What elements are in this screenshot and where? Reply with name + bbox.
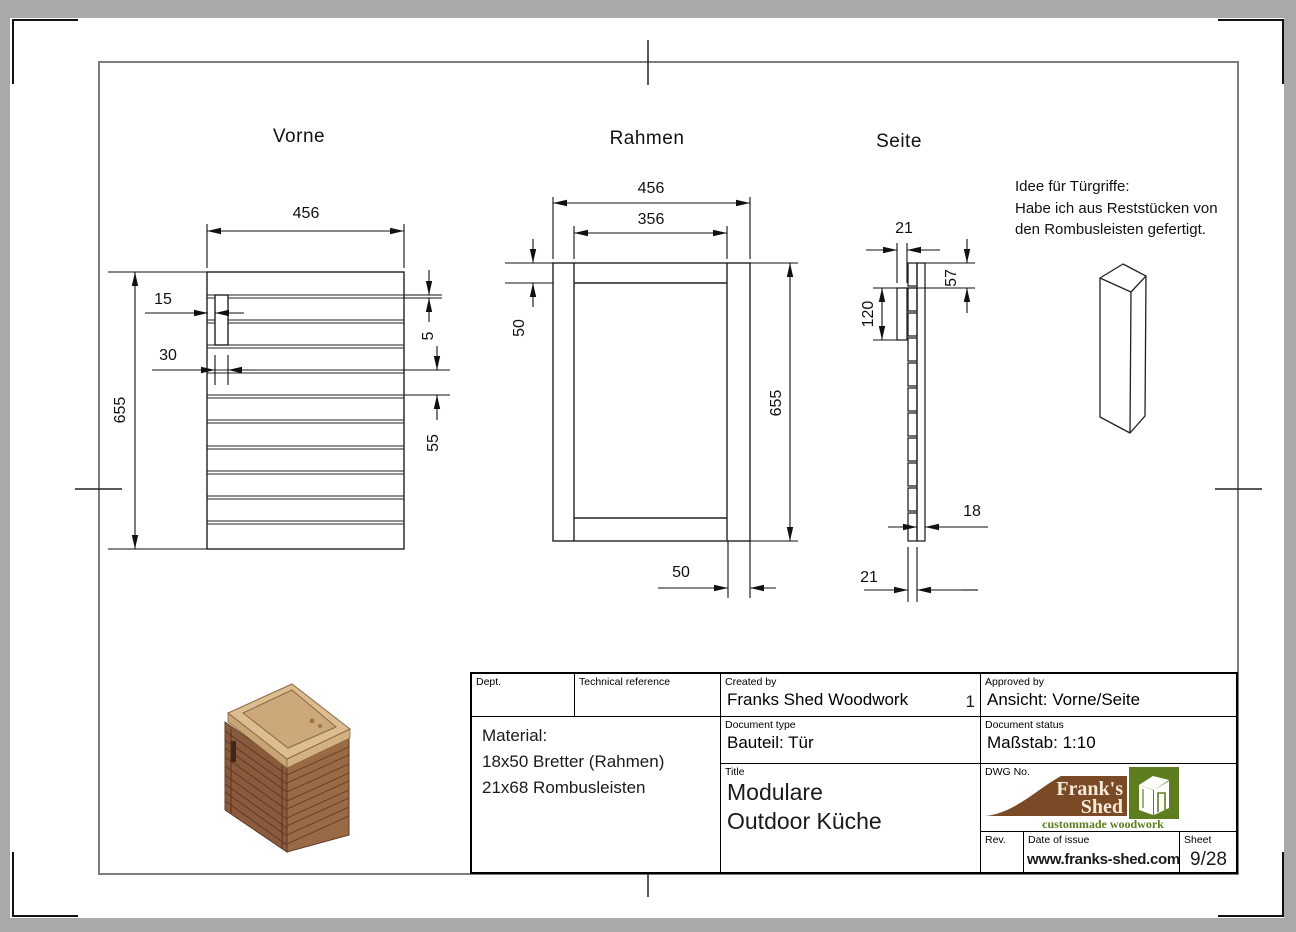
dept-label: Dept. bbox=[476, 676, 502, 688]
note-line-1: Idee für Türgriffe: bbox=[1015, 178, 1130, 195]
cabinet-door-handle bbox=[231, 741, 236, 762]
side-slat-sections bbox=[907, 262, 918, 542]
dim-frame-stile: 50 bbox=[672, 564, 690, 581]
created-by-value: Franks Shed Woodwork bbox=[727, 690, 909, 709]
handle-isometric-drawing bbox=[1099, 263, 1147, 434]
document-type-cell: Document type Bauteil: Tür bbox=[721, 717, 981, 764]
dwg-no-label: DWG No. bbox=[985, 766, 1030, 778]
dim-side-handle-length: 120 bbox=[860, 300, 877, 328]
rev-label: Rev. bbox=[985, 834, 1006, 846]
dim-front-height: 655 bbox=[112, 396, 129, 424]
drawing-frame-border bbox=[98, 61, 1239, 875]
approved-by-value: Ansicht: Vorne/Seite bbox=[987, 690, 1141, 709]
frame-view-title: Rahmen bbox=[609, 128, 685, 149]
dim-frame-inner-width: 356 bbox=[637, 211, 665, 228]
handle-idea-note: Idee für Türgriffe: Habe ich aus Reststü… bbox=[1015, 176, 1218, 241]
sheet-cell: Sheet 9/28 bbox=[1180, 832, 1237, 873]
date-of-issue-value: www.franks-shed.com bbox=[1027, 851, 1180, 868]
dim-front-handle-width: 30 bbox=[159, 347, 177, 364]
document-type-label: Document type bbox=[725, 719, 796, 731]
created-by-cell: Created by Franks Shed Woodwork 1 bbox=[721, 674, 981, 717]
dwg-no-cell: DWG No. Frank's Shed custommade woodwork bbox=[981, 764, 1237, 832]
centering-ticks bbox=[75, 40, 1262, 897]
dim-frame-height: 655 bbox=[768, 389, 785, 417]
title-line-2: Outdoor Küche bbox=[727, 807, 882, 834]
note-line-2: Habe ich aus Reststücken von bbox=[1015, 199, 1218, 217]
document-status-value: Maßstab: 1:10 bbox=[987, 733, 1096, 752]
material-line-2: 18x50 Bretter (Rahmen) bbox=[482, 752, 665, 771]
logo-text-line2: Shed bbox=[1081, 796, 1123, 818]
document-status-cell: Document status Maßstab: 1:10 bbox=[981, 717, 1237, 764]
date-of-issue-cell: Date of issue www.franks-shed.com bbox=[1024, 832, 1180, 873]
dim-frame-width: 456 bbox=[637, 180, 665, 197]
title-line-1: Modulare bbox=[727, 779, 823, 805]
dim-front-gap: 5 bbox=[420, 331, 437, 341]
dim-front-width: 456 bbox=[292, 205, 320, 222]
document-status-label: Document status bbox=[985, 719, 1064, 731]
frame-view-dimensions bbox=[505, 197, 798, 598]
franks-shed-logo: Frank's Shed custommade woodwork bbox=[985, 767, 1179, 829]
dim-front-handle-inset: 15 bbox=[154, 291, 172, 308]
dim-front-slat: 55 bbox=[425, 434, 442, 452]
dept-cell: Dept. bbox=[472, 674, 575, 717]
cabinet-interior-floor bbox=[242, 689, 337, 749]
technical-reference-cell: Technical reference bbox=[575, 674, 721, 717]
frame-view-drawing bbox=[552, 262, 751, 542]
title-label: Title bbox=[725, 766, 745, 778]
dim-frame-rail: 50 bbox=[511, 319, 528, 337]
side-view-dimensions bbox=[864, 239, 988, 602]
document-type-value: Bauteil: Tür bbox=[727, 733, 814, 752]
material-cell: Material: 18x50 Bretter (Rahmen) 21x68 R… bbox=[472, 717, 721, 873]
corner-trim-marks bbox=[12, 19, 1284, 917]
created-by-rev: 1 bbox=[965, 692, 975, 711]
shed-icon bbox=[1139, 776, 1169, 815]
rev-cell: Rev. bbox=[981, 832, 1024, 873]
dim-side-handle-top-offset: 57 bbox=[943, 269, 960, 287]
front-view-title: Vorne bbox=[272, 126, 326, 147]
cabinet-3d-render bbox=[224, 683, 351, 853]
dim-side-slat-thickness: 21 bbox=[860, 569, 878, 586]
title-cell: Title Modulare Outdoor Küche bbox=[721, 764, 981, 873]
title-block: Dept. Technical reference Created by Fra… bbox=[470, 672, 1238, 874]
side-handle-section bbox=[896, 287, 908, 341]
side-view-title: Seite bbox=[876, 131, 922, 152]
approved-by-cell: Approved by Ansicht: Vorne/Seite bbox=[981, 674, 1237, 717]
note-line-3: den Rombusleisten gefertigt. bbox=[1015, 221, 1206, 238]
front-view-drawing bbox=[206, 271, 405, 550]
front-door-handle bbox=[214, 294, 229, 346]
dim-side-board-thickness: 18 bbox=[963, 503, 981, 520]
material-line-3: 21x68 Rombusleisten bbox=[482, 778, 646, 797]
date-of-issue-label: Date of issue bbox=[1028, 834, 1090, 846]
sheet-value: 9/28 bbox=[1190, 849, 1227, 870]
technical-reference-label: Technical reference bbox=[579, 676, 671, 688]
front-view-dimensions bbox=[108, 224, 450, 550]
logo-swoosh bbox=[985, 776, 1127, 816]
created-by-label: Created by bbox=[725, 676, 777, 688]
dim-side-handle-thickness: 21 bbox=[895, 220, 913, 237]
sheet-label: Sheet bbox=[1184, 834, 1212, 846]
logo-text-line1: Frank's bbox=[1056, 778, 1123, 800]
side-view-drawing bbox=[896, 262, 926, 542]
material-line-1: Material: bbox=[482, 726, 548, 745]
logo-tagline: custommade woodwork bbox=[1042, 817, 1164, 829]
approved-by-label: Approved by bbox=[985, 676, 1044, 688]
